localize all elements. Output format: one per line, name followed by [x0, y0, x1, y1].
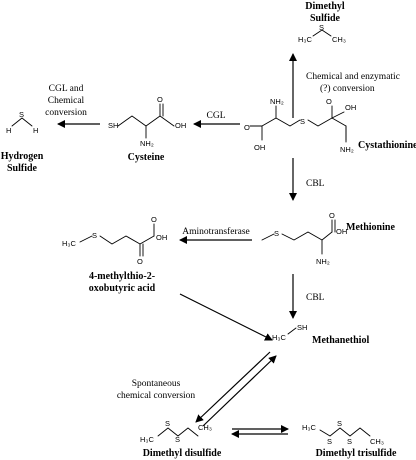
cys-backbone — [117, 115, 175, 127]
keto-oh: OH — [156, 233, 167, 242]
eq-arrow-to-disulfide — [195, 351, 271, 423]
dms-bonds — [312, 29, 332, 37]
cystathionine-label: Cystathionine — [358, 140, 416, 151]
hydrogen-sulfide-group: H S H Hydrogen Sulfide — [1, 110, 44, 174]
chem-enz-label-2: (?) conversion — [320, 83, 375, 94]
hydrogen-sulfide-label-2: Sulfide — [7, 163, 38, 174]
keto-acid-label-2: oxobutyric acid — [89, 283, 156, 294]
met-s: S — [274, 229, 279, 238]
spontaneous-label-1: Spontaneous — [132, 379, 181, 389]
dmds-bonds — [157, 427, 199, 437]
dimethyl-disulfide-group: H₃C S S CH₃ Dimethyl disulfide — [140, 419, 222, 459]
dimethyl-trisulfide-group: H₃C S S S CH₃ Dimethyl trisulfide — [302, 419, 397, 459]
methionine-label: Methionine — [346, 222, 395, 233]
cgl-chem-label-1: CGL and — [49, 84, 84, 94]
aminotransferase-label: Aminotransferase — [182, 226, 250, 237]
chem-enz-label-1: Chemical and enzymatic — [306, 72, 400, 82]
mt-sh: SH — [297, 323, 307, 332]
cyst-oh-left: OH — [254, 143, 265, 152]
cystathionine-group: NH₂ S O OH O OH NH₂ Cystathionine — [244, 97, 416, 154]
cyst-nh2-left: NH₂ — [270, 97, 284, 106]
keto-acid-group: H₃C S O O OH 4-methylthio-2- oxobutyric … — [62, 215, 167, 294]
dmts-h3c: H₃C — [302, 423, 316, 432]
cgl-chem-label-3: conversion — [45, 108, 87, 118]
keto-h3c: H₃C — [62, 239, 76, 248]
dimethyl-sulfide-group: Dimethyl Sulfide H₃C S CH₃ — [298, 1, 346, 44]
hydrogen-sulfide-label-1: Hydrogen — [1, 151, 44, 162]
met-ch3-s — [261, 233, 275, 241]
dimethyl-sulfide-label-2: Sulfide — [310, 13, 341, 24]
mt-h3c: H₃C — [272, 333, 286, 342]
cys-o: O — [157, 95, 163, 104]
methanethiol-group: H₃C SH Methanethiol — [272, 323, 369, 346]
dmts-bonds — [319, 427, 371, 437]
cyst-nh2-right: NH₂ — [340, 145, 354, 154]
h2s-h-right: H — [33, 126, 38, 135]
dmds-h3c: H₃C — [140, 435, 154, 444]
dmds-s2: S — [175, 435, 180, 444]
cyst-s: S — [300, 117, 305, 126]
h2s-s: S — [19, 110, 24, 119]
keto-s: S — [92, 231, 97, 240]
dimethyl-disulfide-label: Dimethyl disulfide — [143, 448, 222, 459]
cyst-o-right: O — [326, 97, 332, 106]
cyst-right-oh — [331, 111, 345, 119]
mt-bond — [287, 327, 297, 335]
cyst-oh-right: OH — [345, 103, 356, 112]
dmds-ch3: CH₃ — [198, 423, 212, 432]
dmts-s1: S — [327, 437, 332, 446]
arrow-keto-to-methanethiol — [179, 293, 273, 341]
met-nh2: NH₂ — [316, 257, 330, 266]
dms-ch3: CH₃ — [332, 35, 346, 44]
cysteine-group: SH O OH NH₂ Cysteine — [108, 95, 186, 163]
keto-acid-label-1: 4-methylthio-2- — [89, 271, 155, 282]
cgl-label: CGL — [207, 111, 226, 121]
keto-acid-o: O — [151, 215, 157, 224]
h2s-h-left: H — [6, 126, 11, 135]
met-oh: OH — [336, 227, 347, 236]
dmts-ch3: CH₃ — [370, 437, 384, 446]
met-chain — [281, 231, 323, 241]
cgl-chem-label-2: Chemical — [48, 96, 85, 106]
eq-arrow-to-methanethiol — [202, 355, 277, 427]
methionine-group: S O OH NH₂ Methionine — [261, 211, 395, 266]
cys-sh: SH — [108, 121, 118, 130]
methanethiol-label: Methanethiol — [312, 335, 369, 346]
met-cc — [321, 231, 333, 241]
keto-o: O — [137, 257, 143, 266]
dimethyl-sulfide-label-1: Dimethyl — [305, 1, 345, 12]
cbl-label-1: CBL — [306, 179, 325, 189]
dmts-s3: S — [347, 437, 352, 446]
cysteine-label: Cysteine — [128, 152, 165, 163]
cys-oh: OH — [175, 121, 186, 130]
cyst-o-left: O — [244, 123, 250, 132]
dmts-s2: S — [337, 419, 342, 428]
cys-nh2: NH₂ — [140, 139, 154, 148]
dms-h3c: H₃C — [298, 35, 312, 44]
cyst-right-chain — [307, 117, 347, 141]
keto-chain — [99, 235, 155, 245]
h2s-bonds — [11, 117, 33, 127]
cyst-left-chain — [261, 117, 301, 141]
met-o: O — [329, 211, 335, 220]
keto-ch3-s — [79, 235, 93, 243]
cbl-label-2: CBL — [306, 293, 325, 303]
dimethyl-trisulfide-label: Dimethyl trisulfide — [316, 448, 397, 459]
dms-s: S — [319, 23, 324, 32]
dmds-s1: S — [165, 419, 170, 428]
spontaneous-label-2: chemical conversion — [117, 391, 196, 401]
